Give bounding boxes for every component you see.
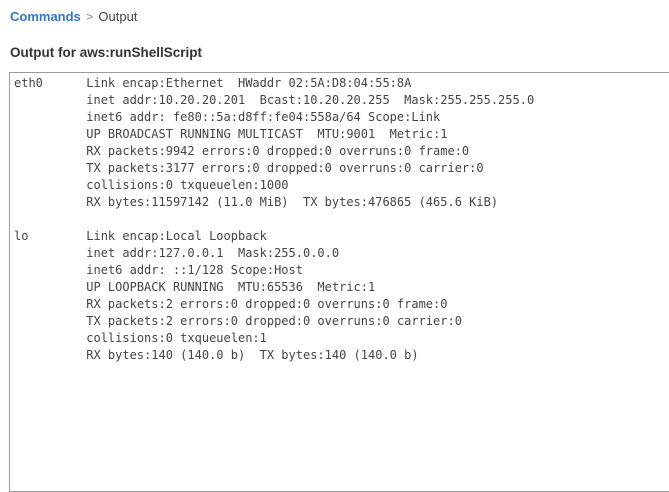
breadcrumb-separator: > (85, 9, 94, 24)
page-title: Output for aws:runShellScript (10, 45, 203, 60)
breadcrumb-link-commands[interactable]: Commands (10, 9, 81, 24)
breadcrumb-current-output: Output (98, 9, 138, 24)
command-output-box[interactable]: eth0 Link encap:Ethernet HWaddr 02:5A:D8… (9, 72, 669, 492)
command-output-text: eth0 Link encap:Ethernet HWaddr 02:5A:D8… (14, 76, 535, 362)
breadcrumb: Commands > Output (10, 9, 137, 24)
